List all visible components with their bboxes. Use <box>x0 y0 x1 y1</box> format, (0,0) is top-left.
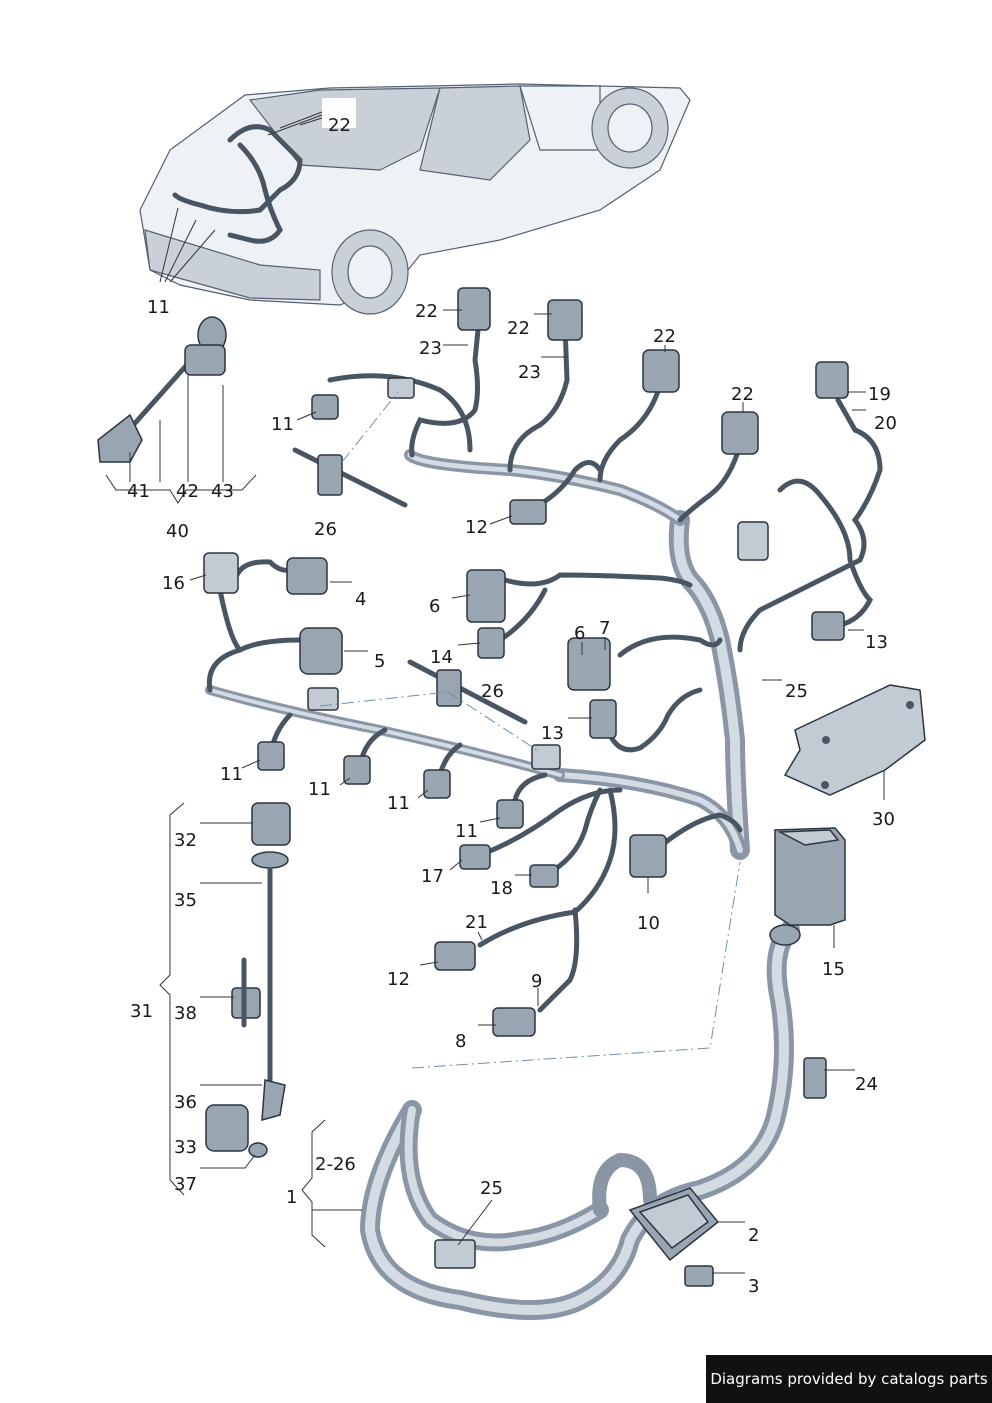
callout-12-a: 12 <box>465 517 488 538</box>
callout-8: 8 <box>455 1031 466 1052</box>
callout-2-26: 2-26 <box>315 1154 356 1175</box>
callout-25-b: 25 <box>480 1178 503 1199</box>
connectors <box>203 287 849 1287</box>
callout-18: 18 <box>490 878 513 899</box>
attribution-banner: Diagrams provided by catalogs parts <box>706 1355 992 1403</box>
callout-9: 9 <box>531 971 542 992</box>
callout-26-a: 26 <box>314 519 337 540</box>
callout-3: 3 <box>748 1276 759 1297</box>
main-harness <box>205 449 926 1320</box>
car-illustration <box>139 83 691 315</box>
callout-14: 14 <box>430 647 453 668</box>
callout-13-b: 13 <box>865 632 888 653</box>
callout-40: 40 <box>166 521 189 542</box>
callout-16: 16 <box>162 573 185 594</box>
callout-13-a: 13 <box>541 723 564 744</box>
callout-6-b: 6 <box>574 623 585 644</box>
callout-41: 41 <box>127 481 150 502</box>
callout-12-b: 12 <box>387 969 410 990</box>
brackets <box>105 474 326 1248</box>
callout-36: 36 <box>174 1092 197 1113</box>
callout-1: 1 <box>286 1187 297 1208</box>
callout-17: 17 <box>421 866 444 887</box>
callout-22-c: 22 <box>653 326 676 347</box>
branch-wires <box>206 307 883 1013</box>
callout-30: 30 <box>872 809 895 830</box>
leader-lines <box>129 309 885 1274</box>
callout-43: 43 <box>211 481 234 502</box>
callout-33: 33 <box>174 1137 197 1158</box>
callout-22-car: 22 <box>328 115 351 136</box>
attribution-text: Diagrams provided by catalogs parts <box>710 1370 988 1388</box>
callout-2: 2 <box>748 1225 759 1246</box>
callout-10: 10 <box>637 913 660 934</box>
callout-37: 37 <box>174 1174 197 1195</box>
callout-21: 21 <box>465 912 488 933</box>
callout-26-b: 26 <box>481 681 504 702</box>
sensor-assembly-31 <box>205 802 291 1158</box>
reference-lines <box>319 391 741 1069</box>
callout-5: 5 <box>374 651 385 672</box>
callout-31: 31 <box>130 1001 153 1022</box>
callout-42: 42 <box>176 481 199 502</box>
callout-6-a: 6 <box>429 596 440 617</box>
callout-35: 35 <box>174 890 197 911</box>
callout-4: 4 <box>355 589 366 610</box>
callout-15: 15 <box>822 959 845 980</box>
callout-22-d: 22 <box>731 384 754 405</box>
callout-7: 7 <box>599 618 610 639</box>
callout-labels: 22 11 22 23 22 23 22 22 19 20 11 26 12 4… <box>127 115 897 1297</box>
callout-19: 19 <box>868 384 891 405</box>
callout-22-b: 22 <box>507 318 530 339</box>
callout-25-a: 25 <box>785 681 808 702</box>
callout-11-b: 11 <box>220 764 243 785</box>
callout-11-c: 11 <box>308 779 331 800</box>
callout-22-a: 22 <box>415 301 438 322</box>
callout-23-a: 23 <box>419 338 442 359</box>
callout-20: 20 <box>874 413 897 434</box>
callout-11-a: 11 <box>271 414 294 435</box>
callout-11-d: 11 <box>387 793 410 814</box>
sensor-assembly-40 <box>97 316 227 463</box>
callout-11-car: 11 <box>147 297 170 318</box>
callout-32: 32 <box>174 830 197 851</box>
callout-23-b: 23 <box>518 362 541 383</box>
callout-24: 24 <box>855 1074 878 1095</box>
callout-38: 38 <box>174 1003 197 1024</box>
callout-11-e: 11 <box>455 821 478 842</box>
